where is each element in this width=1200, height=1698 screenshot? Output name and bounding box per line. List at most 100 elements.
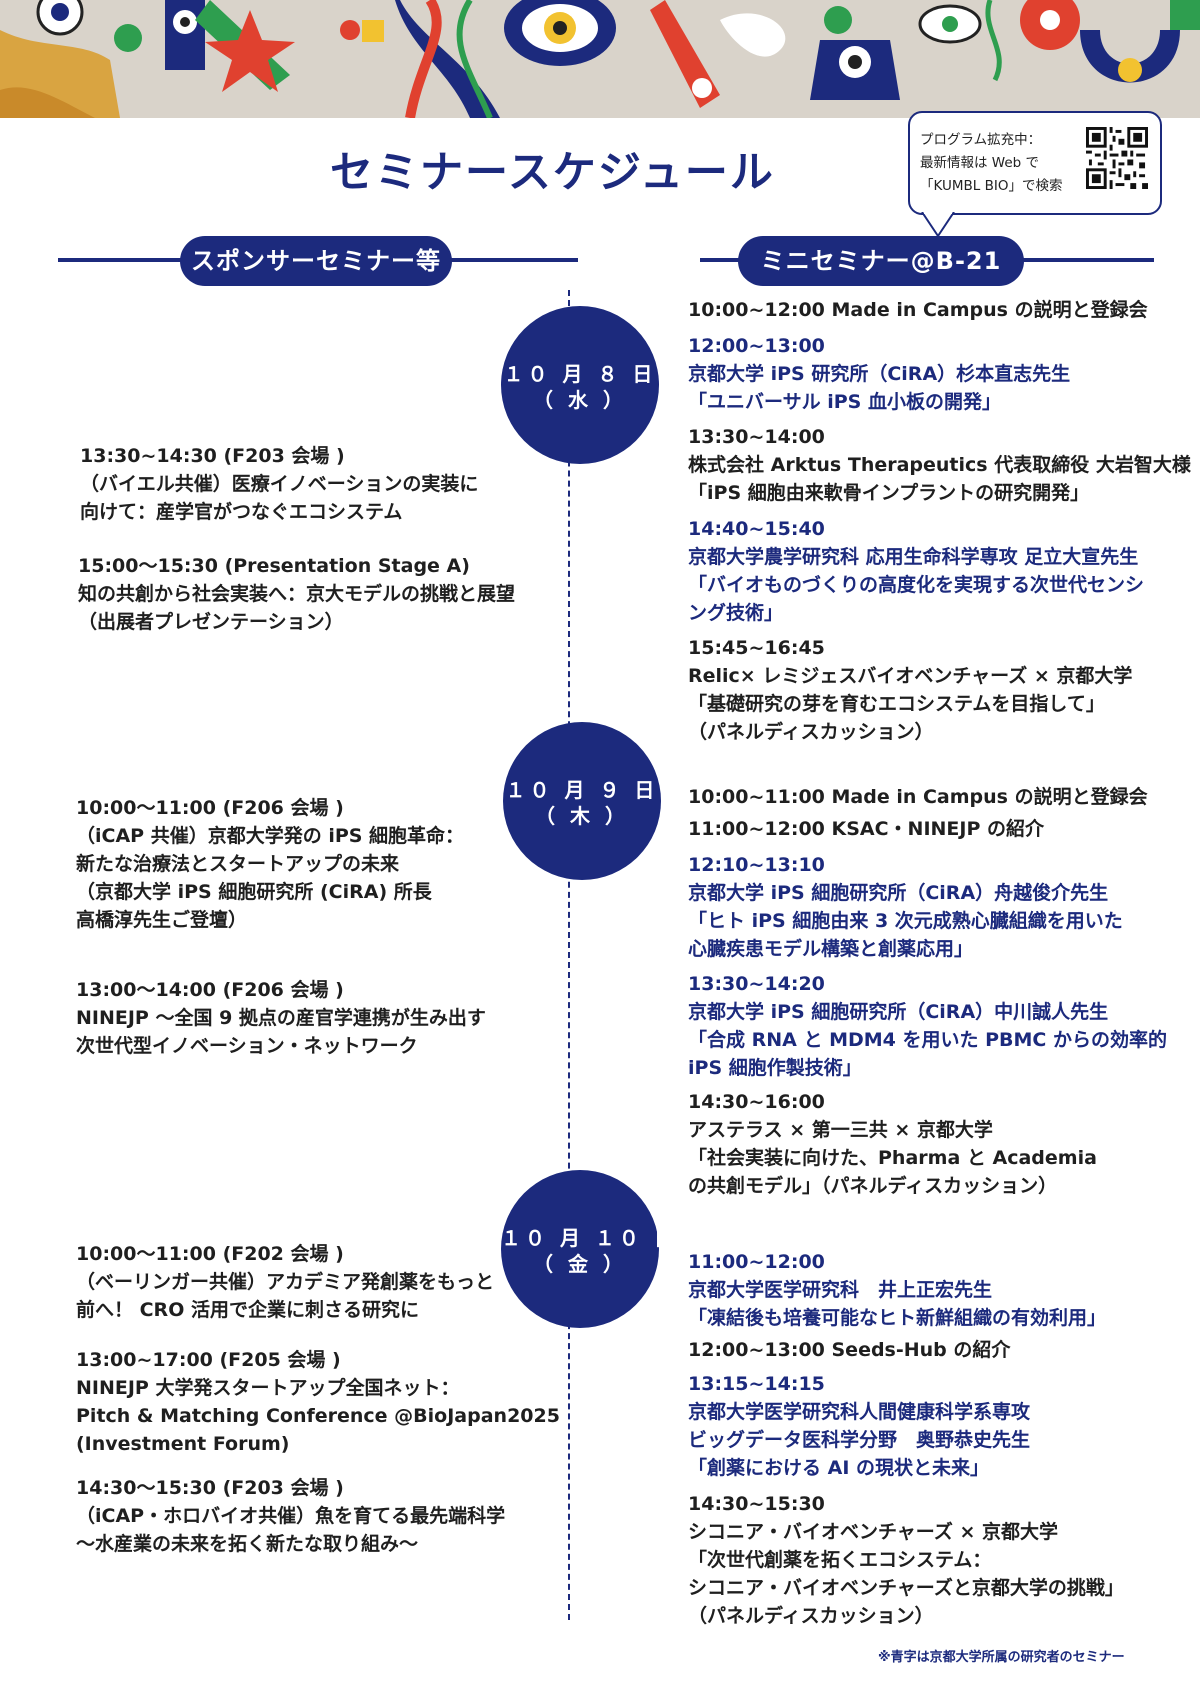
session-line: 「基礎研究の芽を育むエコシステムを目指して」	[688, 693, 1105, 715]
session-line: 京都大学 iPS 細胞研究所（CiRA）中川誠人先生	[688, 1001, 1109, 1023]
decorative-banner	[0, 0, 1200, 118]
session-line: 京都大学医学研究科 井上正宏先生	[688, 1279, 993, 1301]
session-line: Relic× レミジェスバイオベンチャーズ × 京都大学	[688, 665, 1133, 687]
session-line: 知の共創から社会実装へ：京大モデルの挑戦と展望	[78, 583, 516, 605]
session-line: 京都大学 iPS 細胞研究所（CiRA）舟越俊介先生	[688, 882, 1109, 904]
session-line: シコニア・バイオベンチャーズと京都大学の挑戦」	[688, 1577, 1124, 1599]
session-line: ビッグデータ医科学分野 奥野恭史先生	[688, 1429, 1031, 1451]
day-badge-oct-8: １０ 月 ８ 日 （ 水 ）	[501, 306, 659, 464]
day-badge-oct-10: １０ 月 １０ 日 （ 金 ）	[501, 1170, 678, 1328]
session-line: 12:00~13:00 Seeds-Hub の紹介	[688, 1339, 1011, 1361]
session-line: （バイエル共催）医療イノベーションの実装に	[80, 473, 479, 495]
sponsor-session: 14:30～15:30 (F203 会場 ) （iCAP・ホロバイオ共催）魚を育…	[76, 1474, 505, 1558]
day-date: １０ 月 ８ 日	[503, 362, 657, 386]
session-line: NINEJP ～全国 9 拠点の産官学連携が生み出す	[76, 1007, 486, 1029]
mini-session: 13:30~14:00 株式会社 Arktus Therapeutics 代表取…	[688, 423, 1191, 507]
session-time: 15:45~16:45	[688, 637, 825, 659]
day-date: １０ 月 １０ 日	[501, 1226, 678, 1250]
mini-session: 12:00~13:00 京都大学 iPS 研究所（CiRA）杉本直志先生 「ユニ…	[688, 332, 1070, 416]
day-weekday: （ 水 ）	[533, 388, 627, 412]
session-line: 10:00~12:00 Made in Campus の説明と登録会	[688, 299, 1148, 321]
session-line: 「次世代創薬を拓くエコシステム：	[688, 1549, 992, 1571]
mini-session: 11:00~12:00 KSAC・NINEJP の紹介	[688, 815, 1044, 843]
session-line: の共創モデル」（パネルディスカッション）	[688, 1175, 1058, 1197]
mini-session: 12:00~13:00 Seeds-Hub の紹介	[688, 1336, 1010, 1364]
session-line: 心臓疾患モデル構築と創薬応用」	[688, 938, 974, 960]
session-line: Pitch & Matching Conference @BioJapan202…	[76, 1405, 560, 1427]
session-line: シコニア・バイオベンチャーズ × 京都大学	[688, 1521, 1059, 1543]
session-line: ～水産業の未来を拓く新たな取り組み～	[76, 1533, 419, 1555]
session-line: 次世代型イノベーション・ネットワーク	[76, 1035, 418, 1057]
day-date: １０ 月 ９ 日	[505, 778, 659, 802]
sponsor-session: 13:00~17:00 (F205 会場 ) NINEJP 大学発スタートアップ…	[76, 1346, 560, 1458]
session-line: 向けて：産学官がつなぐエコシステム	[80, 501, 403, 523]
session-time: 14:30~15:30	[688, 1493, 825, 1515]
session-line: 株式会社 Arktus Therapeutics 代表取締役 大岩智大様	[688, 454, 1191, 476]
session-line: 「ユニバーサル iPS 血小板の開発」	[688, 391, 1001, 413]
session-time: 14:30～15:30 (F203 会場 )	[76, 1477, 344, 1499]
mini-seminar-header: ミニセミナー@B-21	[738, 236, 1024, 286]
timeline-dashed-line	[568, 290, 570, 1620]
session-time: 12:00~13:00	[688, 335, 825, 357]
mini-session: 14:30~15:30 シコニア・バイオベンチャーズ × 京都大学 「次世代創薬…	[688, 1490, 1124, 1630]
session-time: 13:30~14:30 (F203 会場 )	[80, 445, 345, 467]
sponsor-session: 10:00～11:00 (F202 会場 ) （ベーリンガー共催）アカデミア発創…	[76, 1240, 494, 1324]
session-time: 13:00～14:00 (F206 会場 )	[76, 979, 344, 1001]
sponsor-session: 10:00～11:00 (F206 会場 ) （iCAP 共催）京都大学発の i…	[76, 794, 464, 934]
session-line: 京都大学医学研究科人間健康科学系専攻	[688, 1401, 1031, 1423]
session-line: （京都大学 iPS 細胞研究所 (CiRA) 所長	[76, 881, 432, 903]
sponsor-session: 15:00～15:30 (Presentation Stage A) 知の共創か…	[78, 552, 515, 636]
session-line: 「合成 RNA と MDM4 を用いた PBMC からの効率的	[688, 1029, 1167, 1051]
day-weekday: （ 木 ）	[535, 804, 629, 828]
session-line: 京都大学農学研究科 応用生命科学専攻 足立大宣先生	[688, 546, 1139, 568]
session-line: 「ヒト iPS 細胞由来 3 次元成熟心臓組織を用いた	[688, 910, 1123, 932]
mini-session: 13:15~14:15 京都大学医学研究科人間健康科学系専攻 ビッグデータ医科学…	[688, 1370, 1030, 1482]
sponsor-session: 13:00～14:00 (F206 会場 ) NINEJP ～全国 9 拠点の産…	[76, 976, 486, 1060]
session-time: 14:30~16:00	[688, 1091, 825, 1113]
session-time: 14:40~15:40	[688, 518, 825, 540]
mini-session: 15:45~16:45 Relic× レミジェスバイオベンチャーズ × 京都大学…	[688, 634, 1132, 746]
mini-session: 11:00~12:00 京都大学医学研究科 井上正宏先生 「凍結後も培養可能なヒ…	[688, 1248, 1106, 1332]
session-line: 高橋淳先生ご登壇）	[76, 909, 248, 931]
session-line: （ベーリンガー共催）アカデミア発創薬をもっと	[76, 1271, 495, 1293]
session-time: 13:30~14:20	[688, 973, 825, 995]
qr-code-icon[interactable]	[1086, 127, 1148, 189]
session-line: 「iPS 細胞由来軟骨インプラントの研究開発」	[688, 482, 1090, 504]
session-line: （出展者プレゼンテーション）	[78, 611, 344, 633]
session-line: （パネルディスカッション）	[688, 1605, 934, 1627]
sponsor-seminar-header: スポンサーセミナー等	[180, 236, 452, 286]
session-time: 10:00～11:00 (F206 会場 )	[76, 797, 344, 819]
day-weekday: （ 金 ）	[533, 1252, 627, 1276]
session-line: （パネルディスカッション）	[688, 721, 934, 743]
session-line: 新たな治療法とスタートアップの未来	[76, 853, 400, 875]
day-badge-oct-9: １０ 月 ９ 日 （ 木 ）	[503, 722, 661, 880]
callout-tail	[921, 212, 955, 238]
session-time: 13:00~17:00 (F205 会場 )	[76, 1349, 341, 1371]
session-time: 10:00～11:00 (F202 会場 )	[76, 1243, 344, 1265]
mini-session: 13:30~14:20 京都大学 iPS 細胞研究所（CiRA）中川誠人先生 「…	[688, 970, 1167, 1082]
session-line: ング技術」	[688, 602, 784, 624]
session-time: 11:00~12:00	[688, 1251, 825, 1273]
session-line: iPS 細胞作製技術」	[688, 1057, 862, 1079]
mini-session: 14:40~15:40 京都大学農学研究科 応用生命科学専攻 足立大宣先生 「バ…	[688, 515, 1144, 627]
session-line: (Investment Forum)	[76, 1433, 290, 1455]
mini-session: 10:00~12:00 Made in Campus の説明と登録会	[688, 296, 1148, 324]
callout-line: プログラム拡充中：	[920, 132, 1042, 148]
session-time: 13:30~14:00	[688, 426, 825, 448]
session-line: （iCAP・ホロバイオ共催）魚を育てる最先端科学	[76, 1505, 506, 1527]
info-callout: プログラム拡充中： 最新情報は Web で 「KUMBL BIO」で検索	[908, 111, 1162, 215]
session-line: 10:00~11:00 Made in Campus の説明と登録会	[688, 786, 1148, 808]
callout-line: 最新情報は Web で	[920, 155, 1040, 171]
session-time: 13:15~14:15	[688, 1373, 825, 1395]
page-title: セミナースケジュール	[330, 148, 775, 198]
session-line: 「創薬における AI の現状と未来」	[688, 1457, 990, 1479]
session-line: 京都大学 iPS 研究所（CiRA）杉本直志先生	[688, 363, 1071, 385]
session-line: NINEJP 大学発スタートアップ全国ネット：	[76, 1377, 460, 1399]
session-time: 15:00～15:30 (Presentation Stage A)	[78, 555, 470, 577]
session-line: 「バイオものづくりの高度化を実現する次世代センシ	[688, 574, 1145, 596]
session-time: 12:10~13:10	[688, 854, 825, 876]
callout-line: 「KUMBL BIO」で検索	[920, 178, 1063, 194]
session-line: 前へ！ CRO 活用で企業に刺さる研究に	[76, 1299, 419, 1321]
session-line: 「凍結後も培養可能なヒト新鮮組織の有効利用」	[688, 1307, 1107, 1329]
session-line: （iCAP 共催）京都大学発の iPS 細胞革命：	[76, 825, 465, 847]
